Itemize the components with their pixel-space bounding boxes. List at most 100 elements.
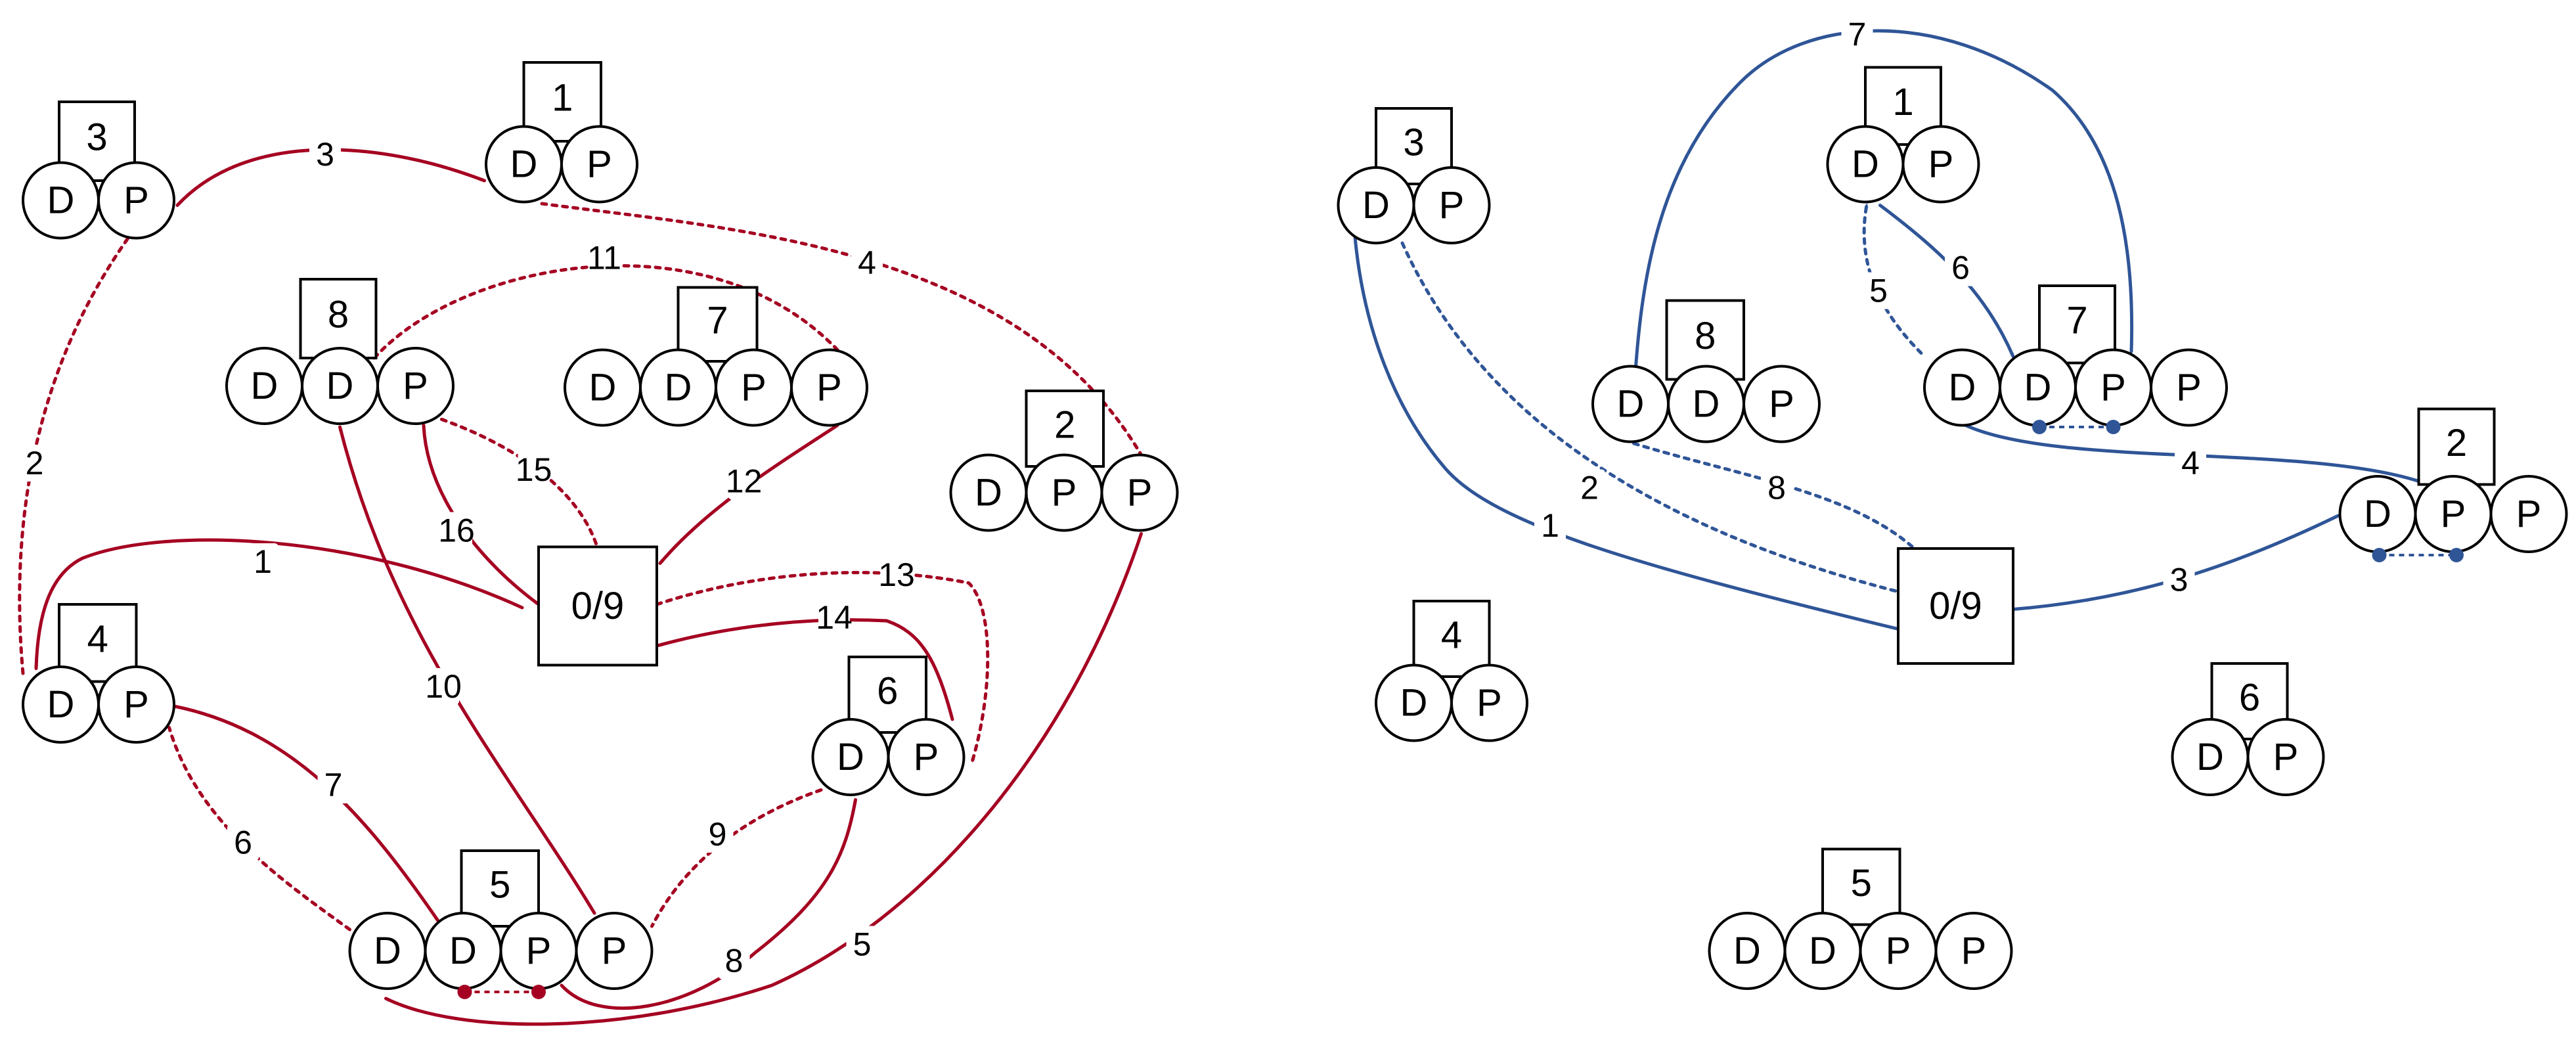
right-node-6-letter-1: P — [2273, 736, 2299, 778]
left-node-5-letter-0: D — [374, 930, 401, 972]
right-node-1-letter-1: P — [1928, 143, 1954, 186]
right-node-label-3: 3 — [1403, 121, 1424, 164]
right-node-3-circle-1 — [1412, 166, 1491, 244]
left-node-1-circle-1 — [560, 125, 638, 204]
right-node-2-circle-2 — [2489, 475, 2568, 553]
left-edge-label-1: 1 — [254, 543, 272, 580]
right-edge-label-bg-7 — [1841, 16, 1873, 53]
left-node-1-letter-1: P — [587, 143, 612, 186]
right-node-8-letter-2: P — [1769, 383, 1794, 426]
right-node-4-circle-1 — [1450, 663, 1528, 742]
left-edge-label-bg-10 — [428, 668, 459, 705]
left-edge-label-5: 5 — [853, 926, 872, 963]
left-node-label-6: 6 — [877, 669, 898, 712]
left-edge-label-13: 13 — [878, 556, 915, 593]
right-node-box-5 — [1821, 847, 1901, 926]
left-node-3: 3D P — [22, 101, 175, 240]
left-edge-label-14: 14 — [816, 599, 853, 636]
left-edge-label-bg-16 — [441, 512, 472, 549]
right-pair-dot — [2106, 420, 2121, 434]
left-edge-4 — [540, 202, 1143, 457]
left-edge-label-bg-9 — [701, 816, 734, 853]
right-edge-label-6: 6 — [1951, 250, 1970, 286]
right-edge-label-2: 2 — [1580, 470, 1599, 506]
left-edge-label-bg-13 — [881, 556, 912, 593]
right-node-7-letter-2: P — [2100, 367, 2126, 409]
right-node-label-4: 4 — [1441, 614, 1462, 656]
right-pair-dot — [2449, 548, 2464, 562]
left-node-8-letter-2: P — [403, 365, 428, 407]
right-node-box-4 — [1412, 600, 1491, 678]
left-edge-label-bg-14 — [818, 599, 850, 636]
right-node-2-letter-2: P — [2516, 493, 2542, 535]
right-node-5-letter-0: D — [1733, 930, 1761, 972]
left-node-4-letter-0: D — [47, 683, 75, 726]
right-node-label-depot: 0/9 — [1929, 585, 1982, 627]
left-edge-label-bg-12 — [728, 462, 760, 500]
left-node-8-letter-1: D — [326, 365, 354, 407]
right-node-8-letter-0: D — [1617, 383, 1645, 426]
left-edge-14 — [657, 618, 954, 721]
right-node-4-letter-1: P — [1477, 682, 1502, 725]
left-edge-label-bg-2 — [18, 445, 51, 482]
left-node-8-letter-0: D — [251, 365, 278, 407]
left-node-1-letter-0: D — [510, 143, 538, 186]
right-edge-label-7: 7 — [1848, 16, 1867, 53]
right-edge-label-bg-5 — [1863, 272, 1894, 309]
right-node-label-7: 7 — [2066, 299, 2087, 342]
left-node-2-circle-2 — [1100, 453, 1179, 532]
right-node-depot: 0/9 — [1897, 547, 2014, 665]
right-node-label-8: 8 — [1695, 315, 1716, 357]
right-edge-label-bg-4 — [2175, 445, 2206, 482]
right-node-7-letter-1: D — [2024, 367, 2052, 409]
left-edge-label-4: 4 — [858, 244, 876, 281]
right-edge-label-5: 5 — [1869, 273, 1888, 309]
right-node-7-letter-3: P — [2176, 367, 2202, 409]
left-node-3-circle-1 — [97, 161, 175, 240]
left-node-label-2: 2 — [1054, 403, 1075, 446]
left-pair-dot — [531, 985, 546, 999]
left-node-6-circle-1 — [887, 718, 966, 796]
left-node-6-letter-1: P — [914, 736, 939, 778]
left-edge-label-bg-4 — [851, 244, 883, 281]
left-edge-label-3: 3 — [316, 136, 334, 173]
left-node-2-letter-2: P — [1127, 472, 1153, 514]
right-node-2-letter-0: D — [2364, 493, 2391, 535]
left-node-3-letter-1: P — [123, 179, 149, 222]
right-node-6-letter-0: D — [2196, 736, 2224, 778]
left-node-7-letter-1: D — [665, 367, 692, 409]
left-edge-5 — [384, 532, 1143, 1026]
right-edge-label-bg-8 — [1761, 469, 1792, 506]
left-edge-1 — [34, 538, 524, 670]
left-node-box-8 — [299, 278, 378, 359]
left-node-4-letter-1: P — [123, 683, 149, 726]
left-edge-label-bg-3 — [309, 136, 341, 173]
left-node-box-depot — [537, 545, 658, 667]
right-node-5-letter-1: D — [1809, 930, 1836, 972]
left-node-2-letter-0: D — [975, 472, 1002, 514]
left-edge-label-15: 15 — [516, 451, 552, 488]
left-node-7-letter-3: P — [816, 367, 842, 409]
left-edge-11 — [372, 264, 839, 360]
left-node-2-letter-1: P — [1052, 472, 1077, 514]
left-node-3-letter-0: D — [47, 179, 75, 222]
left-node-box-5 — [460, 849, 540, 928]
right-node-label-2: 2 — [2446, 422, 2467, 464]
left-edge-8 — [560, 798, 857, 1010]
right-pair-dot — [2032, 420, 2047, 434]
left-node-label-3: 3 — [86, 116, 107, 159]
left-edge-label-6: 6 — [234, 824, 252, 861]
right-edge-2 — [1400, 241, 1898, 593]
right-edge-label-3: 3 — [2170, 562, 2188, 598]
